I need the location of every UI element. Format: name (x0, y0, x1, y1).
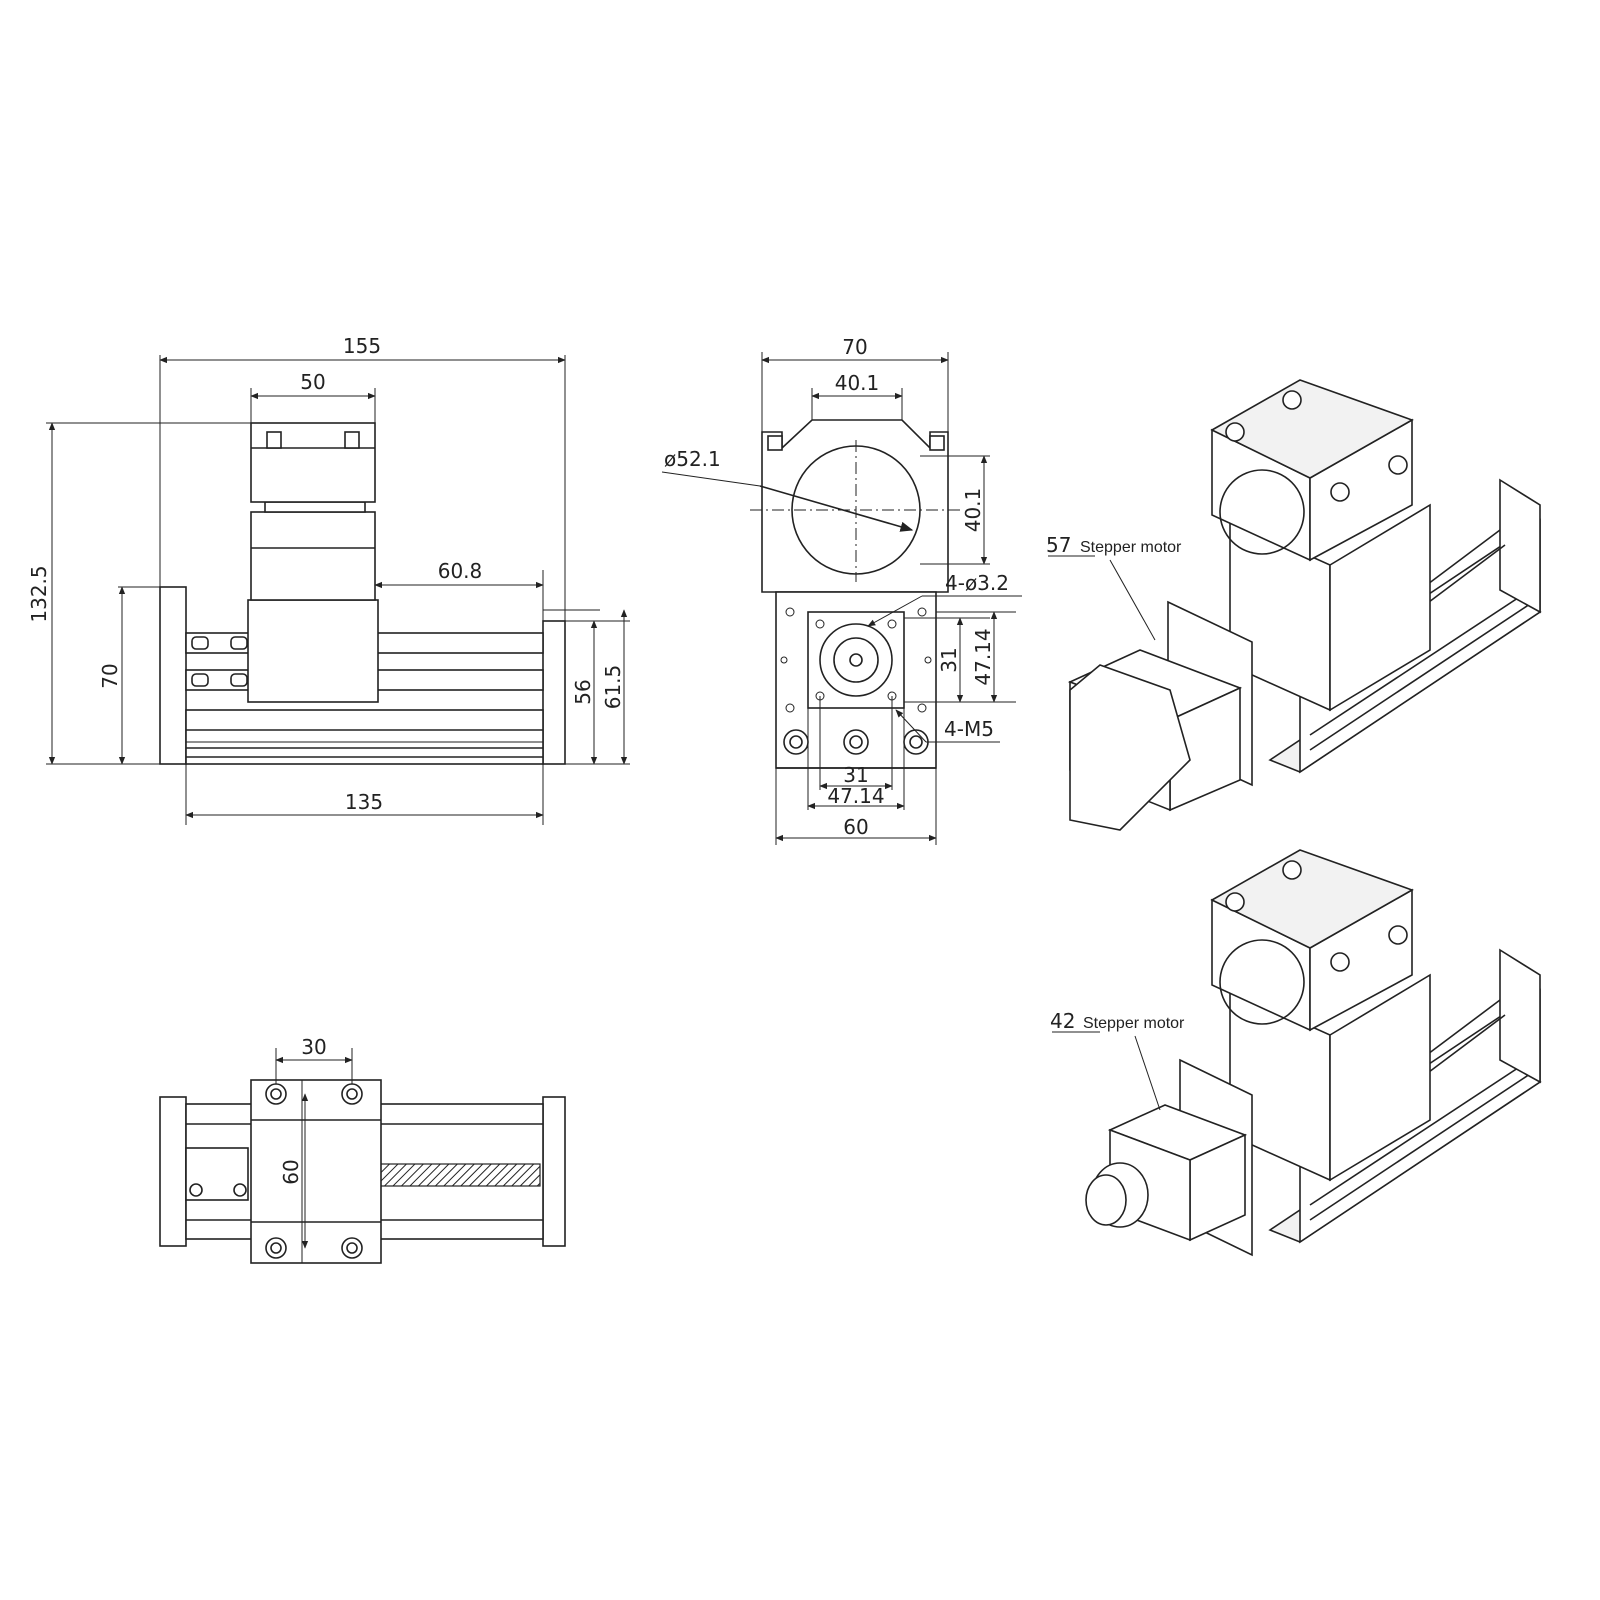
front-carriage (247, 599, 379, 703)
dim-bore-diameter: ø52.1 (664, 447, 721, 471)
front-clamp-bolt-right (344, 431, 360, 449)
top-right-end-plate (542, 1096, 566, 1247)
dim-slider-offset: 60.8 (438, 559, 483, 583)
dim-end-height: 70 (98, 663, 122, 688)
top-view: 30 60 (159, 1035, 566, 1264)
side-motor-plate (775, 591, 937, 769)
front-clamp-bolt-left (266, 431, 282, 449)
top-lead-screw (379, 1163, 541, 1187)
label-57-stepper: 57 Stepper motor (1046, 533, 1182, 641)
dim-clamp-height: 40.1 (961, 488, 985, 533)
iso-view-57 (1067, 379, 1542, 831)
top-carriage (250, 1079, 382, 1264)
front-left-end-plate (159, 586, 187, 765)
side-view: 70 40.1 40.1 ø52.1 4-ø3.2 31 47.14 4-M5 … (661, 335, 1022, 845)
dim-base-width: 60 (843, 815, 868, 839)
dim-clamp-span: 40.1 (835, 371, 880, 395)
front-view: 155 50 132.5 60.8 70 56 61.5 135 (27, 334, 630, 825)
top-bolt (341, 1237, 363, 1259)
label-57-text: Stepper motor (1080, 539, 1182, 556)
front-right-end-plate (542, 620, 566, 765)
iso57-clamp-bore (1219, 469, 1305, 555)
dim-carriage-width: 60 (279, 1159, 303, 1184)
label-42-stepper: 42 Stepper motor (1050, 1009, 1185, 1111)
top-left-end-plate (159, 1096, 187, 1247)
label-42-num: 42 (1050, 1009, 1075, 1033)
dim-mid-height: 56 (571, 679, 595, 704)
dim-thread-spec: 4-M5 (944, 717, 994, 741)
label-42-text: Stepper motor (1083, 1015, 1185, 1032)
label-57-num: 57 (1046, 533, 1071, 557)
dim-bolt-pitch: 30 (301, 1035, 326, 1059)
dim-overall-width: 155 (343, 334, 381, 358)
dim-clamp-width: 50 (300, 370, 325, 394)
dim-base-length: 135 (345, 790, 383, 814)
side-motor-boss (819, 623, 893, 697)
dim-top-width: 70 (842, 335, 867, 359)
dim-hole-spacing-v: 31 (937, 647, 961, 672)
top-bolt (265, 1237, 287, 1259)
front-rail-body (185, 709, 544, 765)
dim-overall-height: 132.5 (27, 565, 51, 622)
dim-flange-v: 47.14 (971, 628, 995, 685)
dim-hole-spacing-h: 31 (843, 763, 868, 787)
dim-rail-height: 61.5 (601, 665, 625, 710)
iso-view-42 (1085, 849, 1542, 1257)
dim-flange-h: 47.14 (827, 784, 884, 808)
iso42-clamp-bore (1219, 939, 1305, 1025)
top-motor-bracket (185, 1147, 249, 1201)
front-mount-body (250, 511, 376, 601)
dim-hole-spec: 4-ø3.2 (945, 571, 1009, 595)
